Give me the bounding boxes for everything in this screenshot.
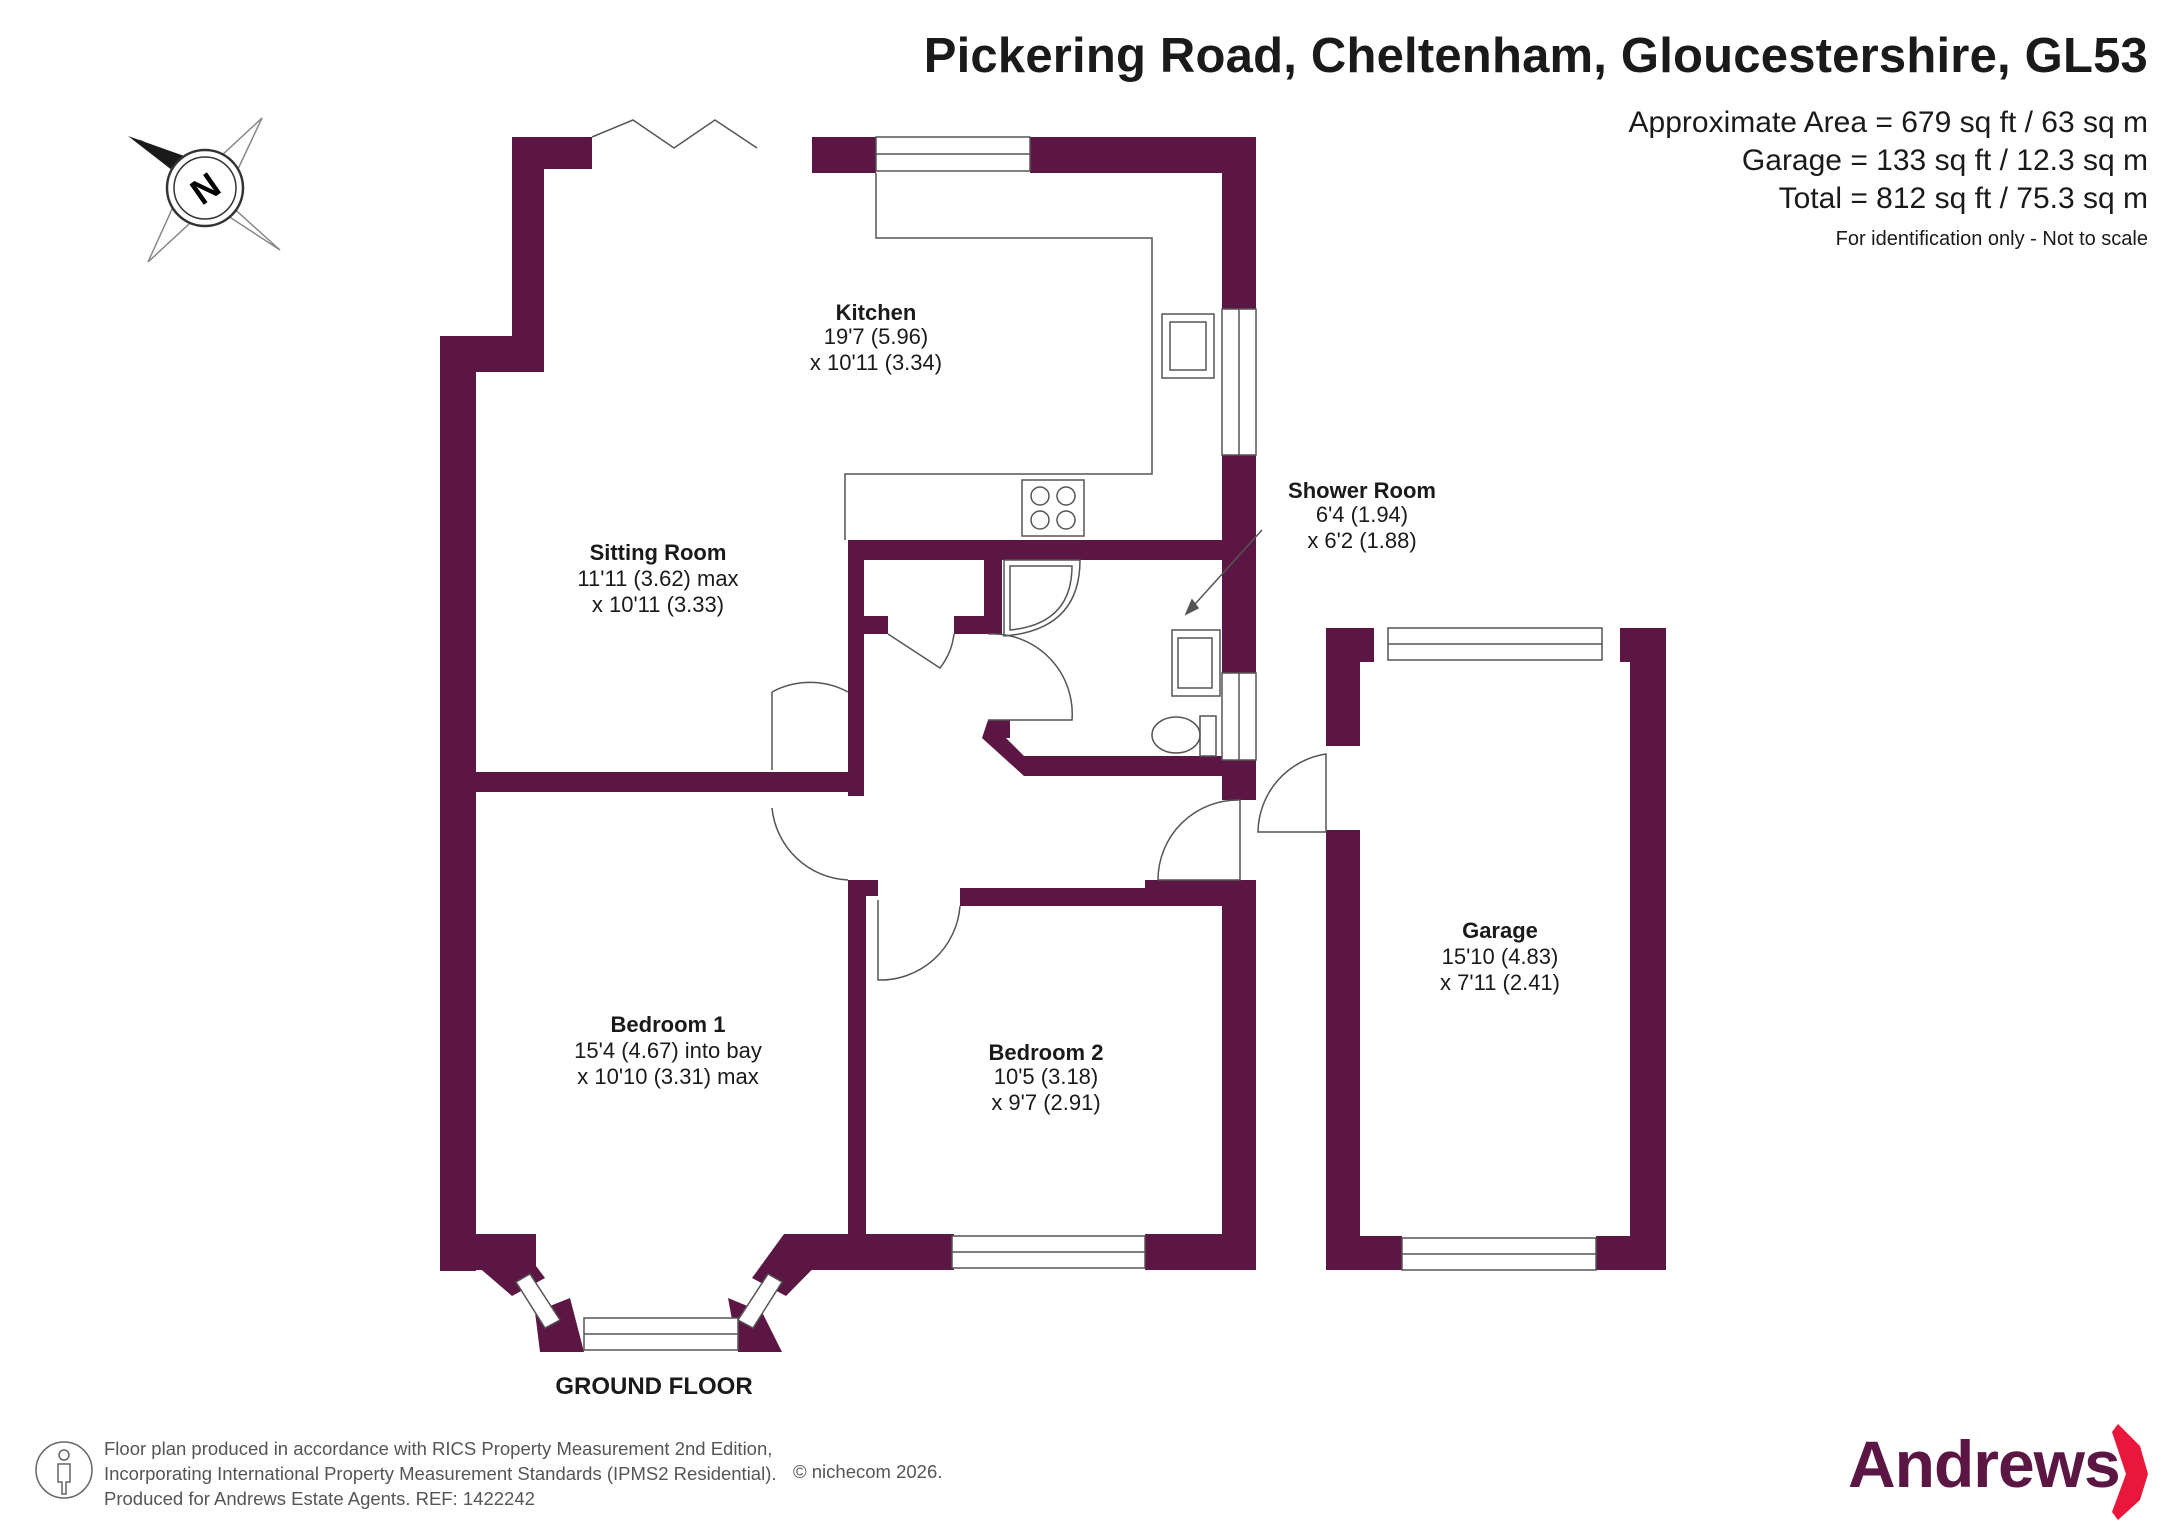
shower-room-dim2: x 6'2 (1.88) — [1307, 528, 1416, 553]
kitchen-dim2: x 10'11 (3.34) — [810, 350, 942, 375]
kitchen-dim1: 19'7 (5.96) — [824, 324, 929, 349]
footer-notes: Floor plan produced in accordance with R… — [104, 1436, 777, 1511]
garage-dim1: 15'10 (4.83) — [1442, 944, 1559, 969]
footer-line-3: Produced for Andrews Estate Agents. REF:… — [104, 1488, 535, 1509]
sitting-room-label: Sitting Room — [590, 540, 727, 565]
shower-room-label: Shower Room — [1288, 478, 1436, 503]
bedroom1-dim2: x 10'10 (3.31) max — [577, 1064, 759, 1089]
fixtures — [514, 119, 1603, 1351]
bedroom1-dim1: 15'4 (4.67) into bay — [574, 1038, 762, 1063]
walls — [440, 137, 1666, 1352]
garage-label: Garage — [1462, 918, 1538, 943]
floor-label: GROUND FLOOR — [555, 1373, 752, 1400]
shower-room-dim1: 6'4 (1.94) — [1316, 502, 1408, 527]
brand-chevron-icon — [2112, 1424, 2148, 1520]
kitchen-label: Kitchen — [836, 300, 917, 325]
bedroom2-dim2: x 9'7 (2.91) — [991, 1090, 1100, 1115]
brand-logo: Andrews — [1848, 1427, 2121, 1501]
person-icon — [35, 1441, 93, 1499]
scale-disclaimer: For identification only - Not to scale — [1835, 228, 2148, 250]
garage-dim2: x 7'11 (2.41) — [1440, 970, 1560, 995]
footer-line-2: Incorporating International Property Mea… — [104, 1463, 777, 1484]
compass-rose-icon: N — [128, 117, 281, 263]
page-title: Pickering Road, Cheltenham, Gloucestersh… — [923, 29, 2148, 83]
sitting-room-dim1: 11'11 (3.62) max — [577, 566, 738, 591]
footer-credit: © nichecom 2026. — [793, 1461, 943, 1482]
bedroom1-label: Bedroom 1 — [611, 1012, 726, 1037]
approximate-area: Approximate Area = 679 sq ft / 63 sq m — [1628, 106, 2148, 139]
bedroom2-label: Bedroom 2 — [989, 1040, 1104, 1065]
garage-area: Garage = 133 sq ft / 12.3 sq m — [1741, 144, 2148, 177]
footer-line-1: Floor plan produced in accordance with R… — [104, 1438, 773, 1459]
total-area: Total = 812 sq ft / 75.3 sq m — [1778, 182, 2148, 215]
bedroom2-dim1: 10'5 (3.18) — [994, 1064, 1099, 1089]
sitting-room-dim2: x 10'11 (3.33) — [592, 592, 724, 617]
